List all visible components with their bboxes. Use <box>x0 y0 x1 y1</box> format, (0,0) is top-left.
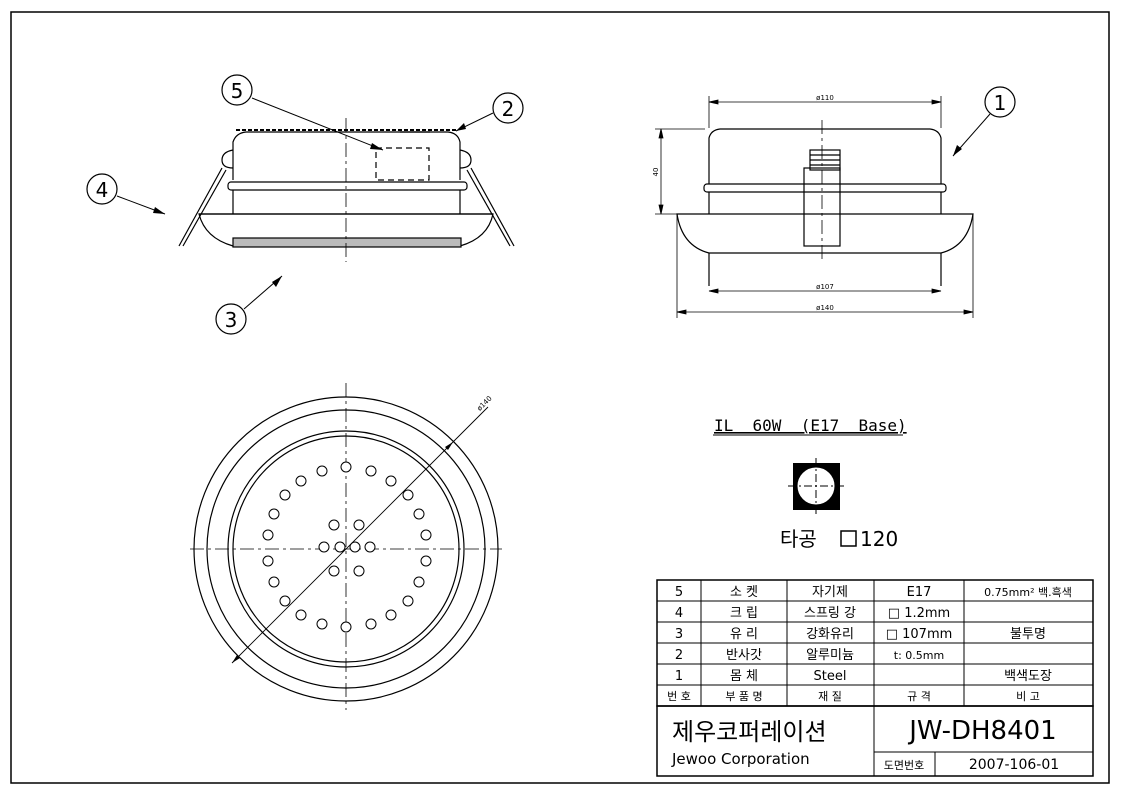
table-row: 5 소 켓 자기제 E17 0.75mm² 백.흑색 <box>675 585 1072 600</box>
svg-text:반사갓: 반사갓 <box>726 648 762 663</box>
svg-text:소 켓: 소 켓 <box>730 585 758 600</box>
svg-text:□ 1.2mm: □ 1.2mm <box>888 606 950 621</box>
svg-text:규 격: 규 격 <box>907 690 931 703</box>
svg-text:t: 0.5mm: t: 0.5mm <box>894 649 944 662</box>
callout-4: 4 <box>86 173 166 215</box>
cutout-square-glyph <box>840 530 857 547</box>
svg-text:유 리: 유 리 <box>730 627 758 642</box>
side-view <box>178 118 515 262</box>
cutout-symbol <box>788 458 844 514</box>
svg-text:4: 4 <box>675 606 683 621</box>
svg-text:몸 체: 몸 체 <box>730 669 758 684</box>
callout-5: 5 <box>221 74 384 151</box>
svg-text:백색도장: 백색도장 <box>1004 669 1052 684</box>
callout-2: 2 <box>455 92 524 132</box>
drawing-number-label: 도면번호 <box>884 759 924 772</box>
svg-text:4: 4 <box>96 178 109 202</box>
svg-text:알루미늄: 알루미늄 <box>806 648 854 663</box>
dimension-lines <box>655 96 974 318</box>
title-block <box>656 705 1094 777</box>
table-row: 2 반사갓 알루미늄 t: 0.5mm <box>675 648 944 663</box>
dim-height: 40 <box>652 168 660 177</box>
svg-text:3: 3 <box>225 308 238 332</box>
svg-text:크 립: 크 립 <box>730 606 758 621</box>
svg-text:비 고: 비 고 <box>1016 690 1040 703</box>
callout-1: 1 <box>952 86 1016 157</box>
svg-text:1: 1 <box>675 669 683 684</box>
table-header-row: 번 호 부 품 명 재 질 규 격 비 고 <box>667 690 1040 703</box>
svg-text:5: 5 <box>231 79 244 103</box>
svg-text:Steel: Steel <box>814 669 847 684</box>
svg-text:자기제: 자기제 <box>812 585 848 600</box>
svg-text:강화유리: 강화유리 <box>806 627 854 642</box>
bottom-dim-arrow-1 <box>232 655 240 663</box>
table-row: 3 유 리 강화유리 □ 107mm 불투명 <box>675 627 1046 642</box>
svg-text:2: 2 <box>675 648 683 663</box>
front-view <box>676 120 974 286</box>
drawing-number: 2007-106-01 <box>969 757 1059 773</box>
cutout-size: 120 <box>860 527 898 551</box>
cutout-label: 타공 <box>780 527 823 551</box>
callout-3: 3 <box>215 275 283 335</box>
svg-text:번 호: 번 호 <box>667 690 691 703</box>
svg-text:2: 2 <box>502 97 515 121</box>
lamp-spec: IL 60W (E17 Base) <box>714 416 907 435</box>
table-row: 4 크 립 스프링 강 □ 1.2mm <box>675 606 950 621</box>
bottom-dim-arrow-2 <box>445 442 453 450</box>
dim-top-diameter: ø110 <box>816 94 834 102</box>
svg-text:3: 3 <box>675 627 683 642</box>
svg-text:불투명: 불투명 <box>1010 627 1046 642</box>
svg-text:재 질: 재 질 <box>818 690 842 703</box>
parts-table-rows: 5 소 켓 자기제 E17 0.75mm² 백.흑색 4 크 립 스프링 강 □… <box>667 585 1072 703</box>
table-row: 1 몸 체 Steel 백색도장 <box>675 669 1052 684</box>
svg-text:E17: E17 <box>907 585 932 600</box>
parts-table <box>656 579 1094 707</box>
svg-text:스프링 강: 스프링 강 <box>804 606 856 621</box>
sheet-border <box>10 11 1110 784</box>
svg-text:5: 5 <box>675 585 683 600</box>
dim-inner-diameter: ø107 <box>816 283 834 291</box>
svg-text:부 품 명: 부 품 명 <box>725 690 762 703</box>
company-name-en: Jewoo Corporation <box>671 750 810 768</box>
company-name-kr: 제우코퍼레이션 <box>672 718 827 746</box>
svg-text:□ 107mm: □ 107mm <box>886 627 953 642</box>
vent-holes <box>262 461 432 633</box>
svg-text:1: 1 <box>994 91 1007 115</box>
dim-outer-diameter: ø140 <box>816 304 834 312</box>
model-number: JW-DH8401 <box>907 716 1056 746</box>
bottom-view <box>190 383 502 710</box>
svg-text:0.75mm² 백.흑색: 0.75mm² 백.흑색 <box>984 585 1072 599</box>
